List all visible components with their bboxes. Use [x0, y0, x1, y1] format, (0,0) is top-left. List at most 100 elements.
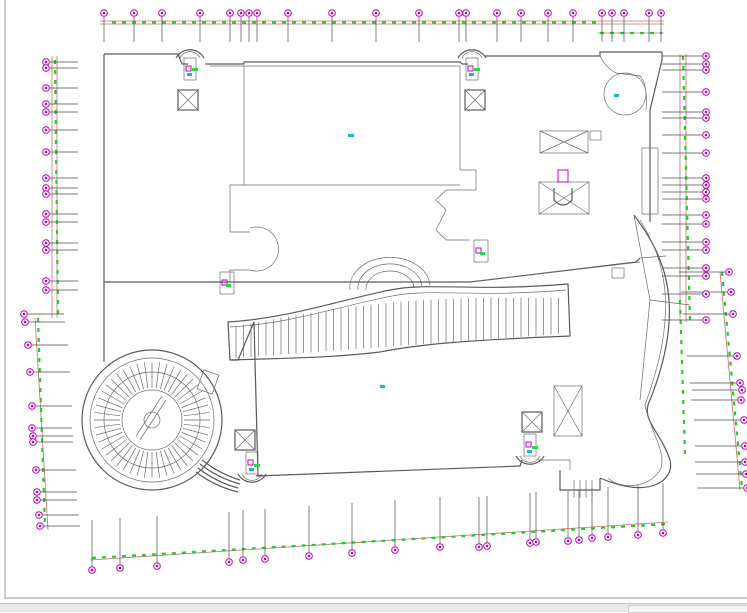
- grid-bubble-dot: [571, 11, 575, 15]
- tower-stair-tread: [144, 451, 149, 478]
- grid-bubble-dot: [102, 11, 106, 15]
- drawing-border: [4, 0, 747, 599]
- tower-stair-tread: [155, 362, 160, 389]
- grid-bubble-dot: [28, 370, 32, 374]
- ramp-steps: [235, 297, 559, 358]
- room-tags: [348, 94, 619, 388]
- grid-bubble-dot: [485, 544, 489, 548]
- tower-stair-tread: [171, 373, 188, 395]
- grid-bubble-dot: [44, 128, 48, 132]
- core-arc: [175, 49, 205, 59]
- core-arc: [237, 473, 267, 483]
- grid-bubble-dot: [155, 564, 159, 568]
- tower-stair-tread: [183, 423, 210, 428]
- door-mark: [475, 247, 482, 254]
- grid-bubble-dot: [457, 11, 461, 15]
- grid-bubble-dot: [34, 468, 38, 472]
- door-mark: [221, 279, 228, 286]
- core-tag: [469, 73, 474, 76]
- core-arc: [461, 51, 483, 59]
- grid-bubble-dot: [704, 68, 708, 72]
- grid-bubble-dot: [31, 440, 35, 444]
- lift-cross: [464, 89, 486, 111]
- grid-bubble-dot: [118, 566, 122, 570]
- grid-bubble-dot: [44, 279, 48, 283]
- grid-bubble-dot: [374, 11, 378, 15]
- dimension-strips: [34, 20, 744, 561]
- tower-stair-tread: [101, 435, 125, 450]
- core-shaft: [523, 433, 537, 457]
- core-mark: [525, 441, 532, 448]
- lift-outline: [521, 411, 543, 433]
- core-mark: [467, 65, 474, 72]
- grid-bubble-dot: [744, 472, 747, 476]
- grid-bubble-dot: [738, 381, 742, 385]
- grid-bubble-dot: [44, 60, 48, 64]
- door-frame: [473, 239, 489, 263]
- tower-stair-tread: [98, 431, 123, 443]
- stair-core-lower: [515, 433, 545, 465]
- grid-bubble-dot: [160, 11, 164, 15]
- grid-bubble-dot: [659, 11, 663, 15]
- grid-bubble-dot: [704, 133, 708, 137]
- lift-outline: [464, 89, 486, 111]
- tower-stair-tread: [179, 435, 203, 450]
- grid-bubble-dot: [600, 11, 604, 15]
- grid-bubble-dot: [566, 539, 570, 543]
- grid-bubble-dot: [44, 220, 48, 224]
- grid-bubble-dot: [534, 540, 538, 544]
- tower-stair-tread: [129, 366, 141, 391]
- grid-axis-lines: [28, 17, 743, 566]
- grid-bubble-dot: [44, 176, 48, 180]
- grid-bubble-dot: [704, 176, 708, 180]
- grid-bubble-dot: [546, 11, 550, 15]
- building-outline: [103, 51, 691, 498]
- core-tag: [192, 68, 198, 71]
- tower-stair-tread: [95, 427, 122, 436]
- grid-bubble-dot: [727, 270, 731, 274]
- grid-bubble-dot: [263, 557, 267, 561]
- tower-stair-tread: [174, 378, 194, 398]
- grid-bubble-dot: [704, 318, 708, 322]
- tower-stair-tread: [129, 449, 141, 474]
- grid-bubble-dot: [241, 558, 245, 562]
- tower-stair-tread: [179, 390, 203, 405]
- grid-bubble-dot: [227, 560, 231, 564]
- tower-stair-tread: [182, 404, 209, 413]
- grid-bubble-dot: [255, 11, 259, 15]
- grid-bubble-dot: [31, 434, 35, 438]
- grid-bubble-dot: [704, 248, 708, 252]
- tower-stair-tread: [94, 423, 121, 428]
- core-arc: [241, 473, 263, 481]
- core-mark: [247, 459, 254, 466]
- grid-bubble-dot: [44, 288, 48, 292]
- grid-bubble-dot: [704, 190, 708, 194]
- tower-stair-tread: [110, 378, 130, 398]
- status-bar: [0, 603, 747, 612]
- grid-bubble-dot: [35, 490, 39, 494]
- grid-bubble-dot: [704, 54, 708, 58]
- tower-stair-tread: [101, 390, 125, 405]
- grid-bubble-dot: [704, 183, 708, 187]
- grid-bubble-dot: [739, 398, 743, 402]
- grid-bubble-dot: [729, 290, 733, 294]
- grid-bubble-dot: [286, 11, 290, 15]
- lift-cross: [234, 429, 256, 451]
- core-arc: [457, 49, 487, 59]
- tower-stair-tread: [136, 450, 145, 477]
- core-tag: [527, 450, 532, 453]
- grid-bubble-dot: [704, 213, 708, 217]
- grid-bubble-dot: [528, 541, 532, 545]
- grid-bubble-dot: [704, 110, 708, 114]
- tower-stair-tread: [174, 442, 194, 462]
- tower-stair-tread: [116, 445, 133, 467]
- tower-stair-tread: [122, 369, 137, 393]
- layout-tab[interactable]: [628, 605, 747, 613]
- tower-stair-tread: [163, 366, 175, 391]
- grid-bubble-dot: [704, 151, 708, 155]
- grid-bubble-dot: [44, 150, 48, 154]
- grid-bubble-dot: [590, 536, 594, 540]
- grid-bubble-dot: [35, 498, 39, 502]
